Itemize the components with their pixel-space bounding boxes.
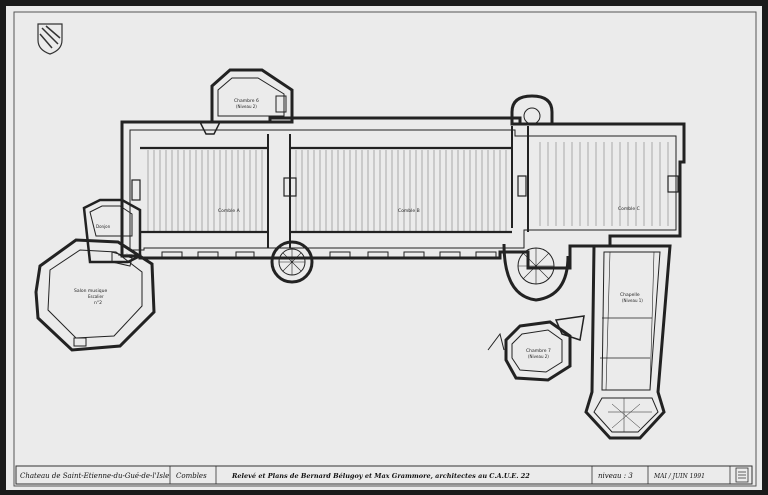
label-chambre-top: Chambre 6 (234, 98, 259, 104)
label-chambre-top-sub: (Niveau 2) (236, 104, 257, 109)
small-octagon-tower (487, 315, 585, 382)
label-chapelle: Chapelle (620, 292, 640, 298)
stamp-icon (735, 467, 749, 483)
stair-tower-center (270, 240, 314, 284)
title-date: MAI / JUIN 1991 (653, 473, 705, 480)
west-tower (34, 198, 156, 352)
title-chateau: Chateau de Saint-Etienne-du-Gué-de-l'Isl… (20, 472, 169, 480)
chapel-wing (584, 244, 672, 440)
label-small-tower: Escalier (118, 253, 132, 257)
label-comble-b: Comble B (398, 208, 420, 214)
stair-tower-east (502, 243, 570, 302)
label-salon: Salon musique (74, 288, 107, 294)
sheet-border (13, 11, 757, 487)
room-labels: Comble A Comble B Comble C Donjon Salon … (74, 98, 643, 359)
title-level: niveau : 3 (598, 472, 633, 480)
label-comble-a: Comble A (218, 208, 241, 214)
label-salon-num: n°2 (94, 300, 102, 306)
label-chambre-bottom: Chambre 7 (526, 348, 551, 354)
title-block: Chateau de Saint-Etienne-du-Gué-de-l'Isl… (15, 465, 753, 485)
east-tower (510, 94, 554, 126)
label-salon-sub: Escalier (88, 294, 104, 299)
label-chambre-bottom-sub: (Niveau 2) (528, 354, 549, 359)
coat-of-arms-logo (37, 23, 63, 55)
title-credits: Relevé et Plans de Bernard Bélugoy et Ma… (231, 472, 530, 480)
label-chapelle-sub: (Niveau 1) (622, 298, 643, 303)
title-section: Combles (176, 472, 207, 480)
label-comble-c: Comble C (618, 206, 640, 212)
north-tower (198, 68, 294, 135)
label-donjon: Donjon (96, 224, 111, 229)
